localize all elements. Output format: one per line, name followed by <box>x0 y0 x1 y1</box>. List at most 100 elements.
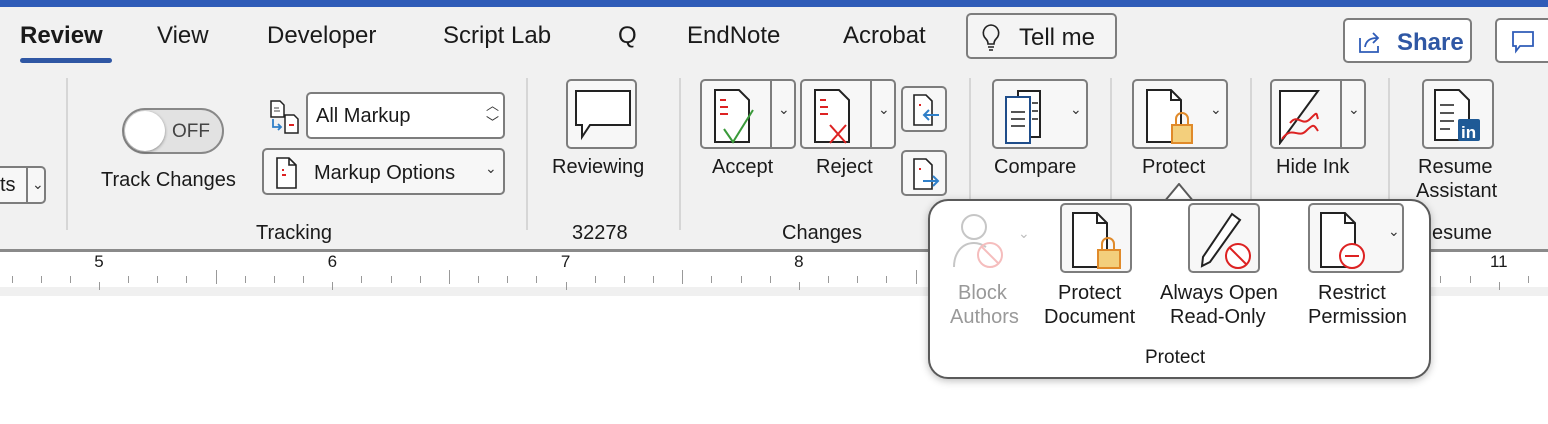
accept-button[interactable]: ⌄ <box>700 79 796 149</box>
ruler-tick <box>215 270 217 284</box>
stepper-arrows-icon: ︿﹀ <box>486 98 500 130</box>
tell-me-button[interactable]: Tell me <box>966 13 1117 59</box>
chevron-down-icon[interactable]: ⌄ <box>1388 223 1400 239</box>
toggle-state: OFF <box>172 121 210 142</box>
comments-button[interactable] <box>1495 18 1548 63</box>
tab-review[interactable]: Review <box>20 22 103 49</box>
chevron-down-icon[interactable]: ⌄ <box>878 101 890 117</box>
ruler-tick <box>1527 276 1529 283</box>
ruler-base <box>0 287 1548 296</box>
previous-change-button[interactable] <box>901 86 947 132</box>
share-icon <box>1359 32 1380 53</box>
reject-button[interactable]: ⌄ <box>800 79 896 149</box>
divider <box>1340 81 1342 147</box>
reviewing-label[interactable]: Reviewing <box>552 156 645 178</box>
track-changes-toggle[interactable]: OFF <box>122 108 224 154</box>
restrict-label: Restrict <box>1318 282 1386 304</box>
block-authors-label-2: Authors <box>950 306 1019 328</box>
previous-change-icon <box>913 94 939 126</box>
ruler-tick <box>273 276 275 283</box>
ruler-tick <box>594 276 596 283</box>
tab-view[interactable]: View <box>157 22 209 49</box>
ruler-tick <box>419 276 421 283</box>
hide-ink-label: Hide Ink <box>1276 156 1350 178</box>
tell-me-label: Tell me <box>1019 24 1096 51</box>
ruler-number: 8 <box>794 252 804 271</box>
tab-endnote[interactable]: EndNote <box>687 22 781 49</box>
ruler-tick <box>69 276 71 283</box>
partial-dropdown[interactable]: ts ⌄ <box>0 166 46 204</box>
chevron-down-icon: ⌄ <box>1070 101 1082 117</box>
next-change-icon <box>913 158 940 190</box>
ribbon-divider <box>0 249 1548 252</box>
popup-group-label: Protect <box>1145 347 1206 368</box>
protect-document-button[interactable] <box>1060 203 1132 273</box>
chevron-down-icon: ⌄ <box>32 176 44 192</box>
protect-lock-icon <box>1146 89 1193 144</box>
group-separator <box>1250 78 1252 230</box>
divider <box>870 81 872 147</box>
ruler-tick <box>186 276 188 283</box>
pencil-prohibited-icon <box>1200 212 1251 269</box>
ruler-tick <box>448 270 450 284</box>
always-open-read-only-button[interactable] <box>1188 203 1260 273</box>
ruler-number: 7 <box>560 252 571 271</box>
ruler-tick <box>565 282 567 290</box>
hide-ink-button[interactable]: ⌄ <box>1270 79 1366 149</box>
tab-acrobat[interactable]: Acrobat <box>843 22 926 49</box>
compare-label: Compare <box>994 156 1077 178</box>
document-markup-icon <box>276 157 297 189</box>
group-label-resume: esume <box>1432 222 1493 244</box>
markup-display-select[interactable]: All Markup ︿﹀ <box>306 92 505 139</box>
ruler-tick <box>1440 276 1442 283</box>
tab-script-lab[interactable]: Script Lab <box>443 22 552 49</box>
group-label-tracking: Tracking <box>256 222 332 244</box>
ruler-number: 6 <box>327 252 338 271</box>
group-separator <box>969 78 971 230</box>
block-authors-label: Block <box>958 282 1007 304</box>
restrict-permission-button[interactable]: ⌄ <box>1308 203 1404 273</box>
ruler-tick <box>157 276 159 283</box>
chevron-down-icon: ⌄ <box>1018 225 1030 241</box>
active-tab-indicator <box>20 58 112 63</box>
ruler-number: 5 <box>94 252 104 271</box>
ruler-tick <box>99 282 100 290</box>
markup-display-value: All Markup <box>316 105 411 127</box>
chevron-down-icon[interactable]: ⌄ <box>778 101 790 117</box>
protect-popover: ⌄ Block Authors Protect Document Always … <box>928 199 1431 379</box>
resume-label: Resume <box>1418 156 1493 178</box>
ruler-tick <box>682 270 684 284</box>
ruler-tick <box>1498 282 1500 290</box>
resume-assistant-button[interactable]: in <box>1422 79 1494 149</box>
tab-q[interactable]: Q <box>618 22 637 49</box>
ruler-tick <box>915 270 917 284</box>
read-only-label: Read-Only <box>1170 306 1266 328</box>
protect-button[interactable]: ⌄ <box>1132 79 1228 149</box>
protect-document-label: Protect <box>1058 282 1122 304</box>
ink-icon <box>1279 90 1320 145</box>
share-button[interactable]: Share <box>1343 18 1472 63</box>
accept-label: Accept <box>712 156 774 178</box>
lightbulb-icon <box>982 24 1000 51</box>
reviewing-pane-button[interactable] <box>566 79 637 149</box>
tab-developer[interactable]: Developer <box>267 22 377 49</box>
restrict-permission-icon <box>1320 212 1365 269</box>
always-open-label: Always Open <box>1160 282 1278 304</box>
chevron-down-icon[interactable]: ⌄ <box>1348 101 1360 117</box>
svg-text:in: in <box>1461 123 1476 142</box>
next-change-button[interactable] <box>901 150 947 196</box>
ruler-tick <box>740 276 742 283</box>
accept-icon <box>714 89 754 144</box>
compare-button[interactable]: ⌄ <box>992 79 1088 149</box>
ruler-tick <box>711 276 713 283</box>
group-separator <box>1388 78 1390 230</box>
group-label-changes: Changes <box>782 222 863 244</box>
display-for-review-icon <box>270 100 299 134</box>
markup-options-button[interactable]: Markup Options ⌄ <box>262 148 505 195</box>
ruler-tick <box>623 276 625 283</box>
ruler-tick <box>128 276 130 283</box>
ruler-tick <box>769 276 771 283</box>
block-authors-button[interactable]: ⌄ <box>948 205 1038 273</box>
ruler-number: 11 <box>1489 252 1508 271</box>
ruler-tick <box>857 276 859 283</box>
